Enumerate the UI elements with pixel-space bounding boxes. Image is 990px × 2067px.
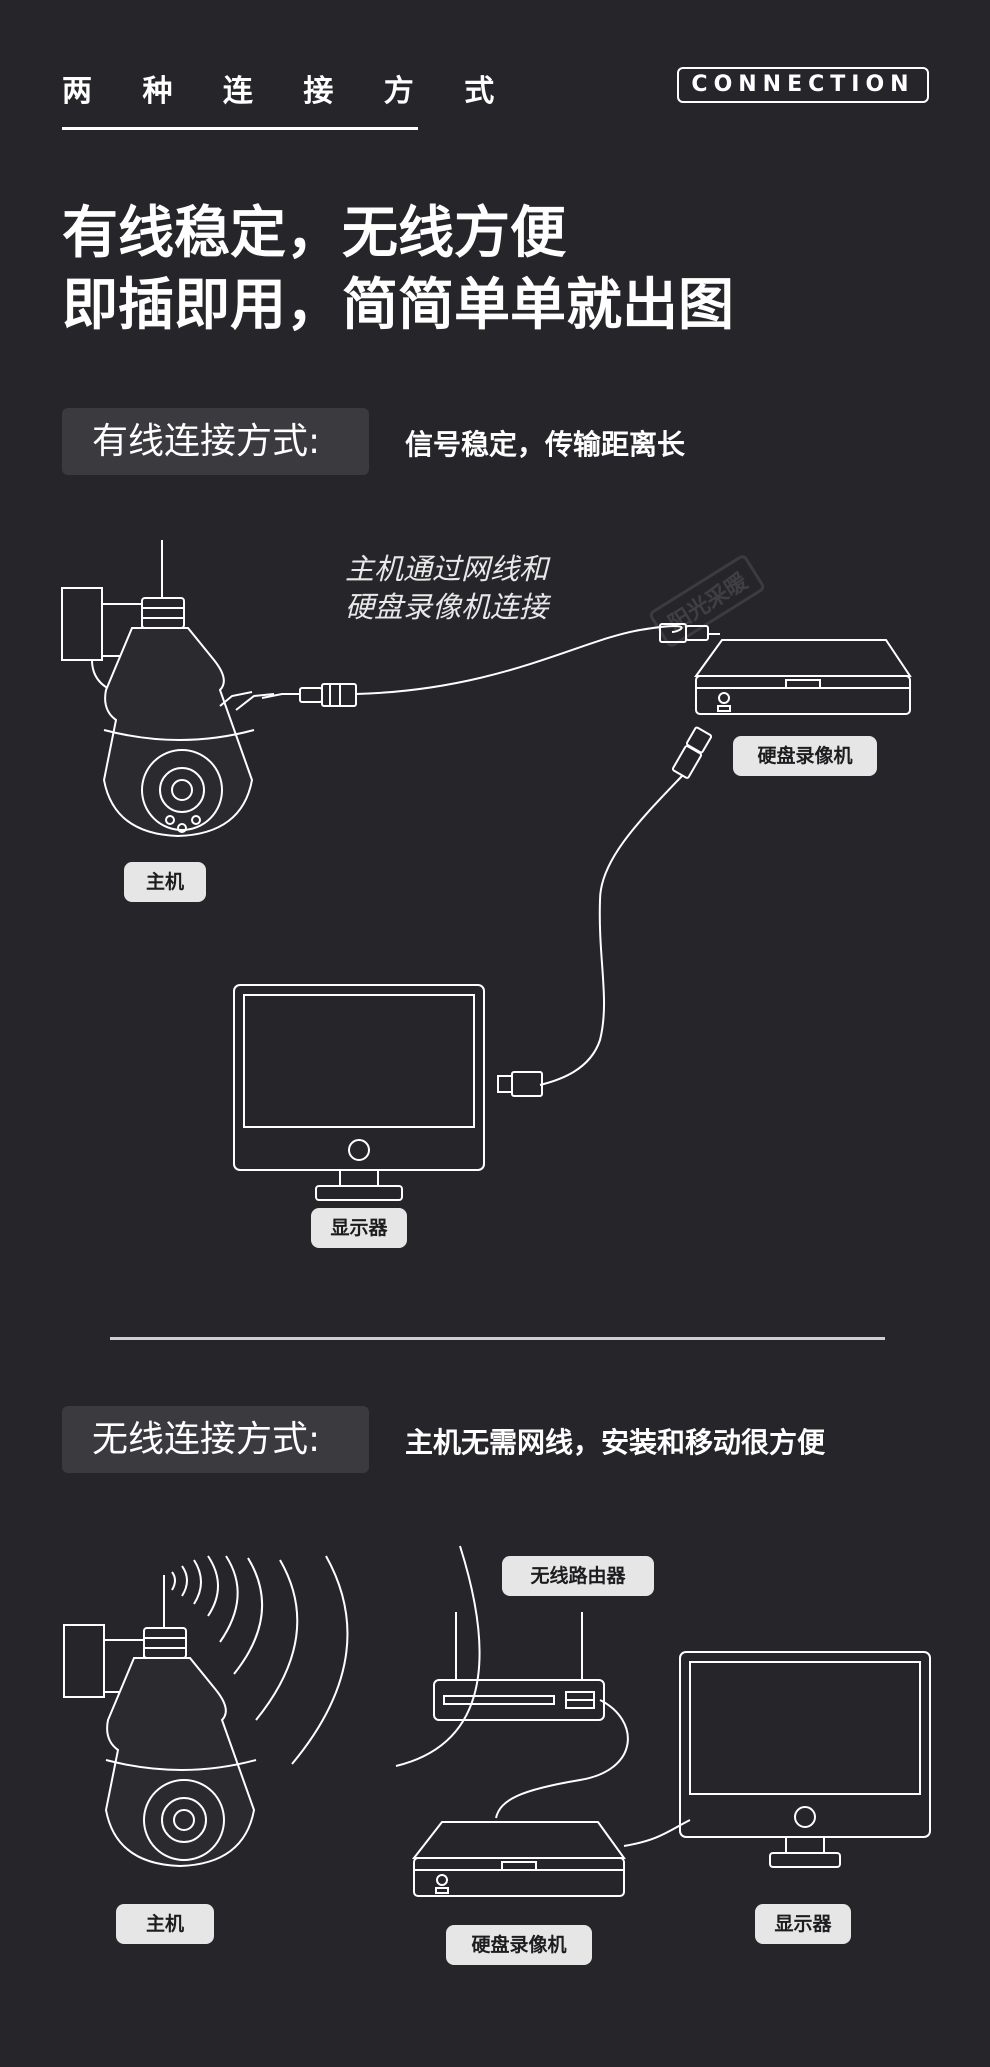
headline-line-1: 有线稳定，无线方便 — [62, 201, 566, 266]
wired-note-line-2: 硬盘录像机连接 — [345, 590, 549, 624]
monitor-icon — [679, 1651, 931, 1868]
router-icon — [433, 1612, 605, 1721]
connection-badge: CONNECTION — [677, 67, 929, 103]
wired-mode-label: 有线连接方式: — [62, 408, 369, 475]
nvr-icon — [411, 1821, 626, 1897]
section-title: 两 种 连 接 方 式 — [62, 74, 515, 109]
title-underline — [62, 127, 418, 130]
wireless-nvr-label: 硬盘录像机 — [446, 1925, 592, 1965]
wireless-host-label: 主机 — [116, 1904, 214, 1944]
camera-icon — [63, 1575, 257, 1868]
headline: 有线稳定，无线方便 即插即用，简简单单就出图 — [62, 198, 734, 342]
wired-nvr-label: 硬盘录像机 — [733, 736, 877, 776]
router-label: 无线路由器 — [502, 1556, 654, 1596]
wireless-monitor-label: 显示器 — [755, 1904, 851, 1944]
camera-icon — [61, 540, 275, 838]
wired-note-line-1: 主机通过网线和 — [345, 552, 549, 586]
nvr-icon — [694, 639, 912, 715]
wired-note: 主机通过网线和 硬盘录像机连接 — [345, 550, 548, 626]
wireless-mode-desc: 主机无需网线，安装和移动很方便 — [405, 1426, 826, 1459]
wired-monitor-label: 显示器 — [311, 1208, 407, 1248]
monitor-icon — [233, 984, 485, 1201]
section-divider — [110, 1337, 885, 1340]
wired-host-label: 主机 — [124, 862, 206, 902]
headline-line-2: 即插即用，简简单单就出图 — [62, 273, 734, 338]
wired-mode-desc: 信号稳定，传输距离长 — [405, 428, 686, 461]
wireless-mode-label: 无线连接方式: — [62, 1406, 369, 1473]
